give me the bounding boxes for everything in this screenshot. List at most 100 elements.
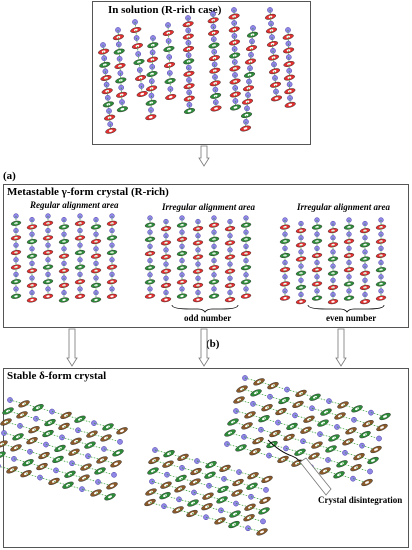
area-label-irregular-2: Irregular alignment area (297, 202, 391, 212)
dashed-link (274, 71, 276, 79)
sphere-node (260, 518, 266, 525)
area-label-irregular-1: Irregular alignment area (162, 202, 256, 212)
disk-unit (10, 293, 22, 299)
sphere-node (117, 438, 123, 445)
sphere-node (185, 64, 192, 71)
dashed-link (275, 84, 277, 92)
disk-unit (261, 475, 273, 484)
disk-unit (0, 440, 8, 448)
down-arrow (66, 328, 78, 367)
disk-unit (359, 299, 371, 305)
dashed-link (106, 91, 109, 98)
dashed-link (107, 97, 109, 105)
disk-unit (229, 104, 242, 111)
disk-unit (160, 297, 172, 303)
disk-unit (270, 95, 283, 102)
dashed-link (249, 68, 251, 75)
sphere-node (231, 20, 238, 26)
disk-unit (370, 445, 382, 454)
dashed-link (274, 77, 276, 85)
sphere-node (212, 99, 219, 106)
dashed-link (105, 77, 107, 85)
down-arrow (335, 328, 347, 367)
gamma-crystal-panel (3, 184, 409, 328)
dashed-link (247, 88, 249, 96)
disk-unit (104, 493, 116, 501)
area-label-regular: Regular alignment area (30, 200, 119, 210)
disk-unit (359, 228, 371, 234)
sphere-node (111, 471, 117, 478)
disk-unit (239, 125, 252, 132)
gamma-title: Metastable γ-form crystal (R-rich) (7, 186, 169, 198)
dashed-link (109, 117, 111, 125)
dashed-link (106, 84, 108, 92)
disk-unit (116, 106, 128, 113)
dashed-link (103, 58, 106, 65)
disintegration-arrow (299, 457, 332, 496)
disk-unit (74, 293, 86, 299)
disk-unit (240, 293, 252, 299)
sphere-node (263, 487, 269, 493)
dashed-link (105, 71, 107, 79)
disk-unit (42, 293, 54, 299)
disk-unit (183, 108, 196, 114)
disk-unit (0, 451, 6, 459)
dashed-link (269, 9, 271, 17)
dashed-link (247, 94, 249, 102)
dashed-link (250, 48, 252, 55)
disk-unit (106, 293, 118, 299)
sphere-node (0, 463, 1, 469)
sphere-node (136, 67, 143, 73)
dashed-link (272, 50, 274, 58)
down-arrow (198, 145, 210, 167)
disk-unit (259, 496, 271, 505)
dashed-link (249, 61, 251, 69)
disk-unit (74, 235, 86, 241)
sphere-node (376, 435, 382, 442)
dashed-link (271, 37, 273, 45)
disintegration-annotation: Crystal disintegration (318, 495, 403, 505)
sphere-node (166, 70, 173, 76)
dashed-link (245, 115, 247, 122)
sphere-node (135, 51, 142, 57)
disk-unit (327, 299, 339, 305)
solution-title: In solution (R-rich case) (108, 4, 222, 16)
disk-unit (176, 293, 188, 299)
disk-unit (90, 297, 102, 303)
disk-unit (110, 460, 122, 468)
disk-unit (361, 478, 373, 487)
disk-unit (224, 297, 236, 303)
disk-unit (165, 94, 177, 100)
count-label-odd: odd number (184, 313, 232, 323)
disk-unit (284, 101, 296, 108)
sphere-node (11, 456, 17, 462)
disk-unit (279, 295, 291, 301)
label-b: (b) (206, 338, 220, 350)
disk-unit (258, 507, 270, 515)
dashed-link (270, 16, 272, 24)
disk-unit (116, 427, 128, 435)
disk-unit (26, 297, 38, 303)
sphere-node (186, 89, 193, 96)
sphere-node (210, 11, 216, 17)
dashed-link (248, 74, 250, 82)
dashed-link (104, 64, 106, 72)
dashed-link (103, 51, 105, 59)
down-arrow (198, 328, 210, 367)
dashed-link (245, 121, 247, 129)
dashed-link (108, 104, 110, 112)
disk-unit (144, 293, 156, 299)
disk-unit (106, 482, 118, 490)
disk-unit (192, 297, 204, 303)
dashed-link (246, 101, 248, 109)
disk-unit (58, 297, 70, 303)
disk-unit (106, 220, 118, 226)
dashed-link (250, 54, 252, 62)
dashed-link (270, 23, 272, 31)
disk-unit (208, 293, 220, 299)
dashed-link (271, 30, 273, 38)
disk-unit (136, 91, 148, 97)
disk-unit (367, 456, 379, 465)
disk-unit (375, 295, 387, 301)
